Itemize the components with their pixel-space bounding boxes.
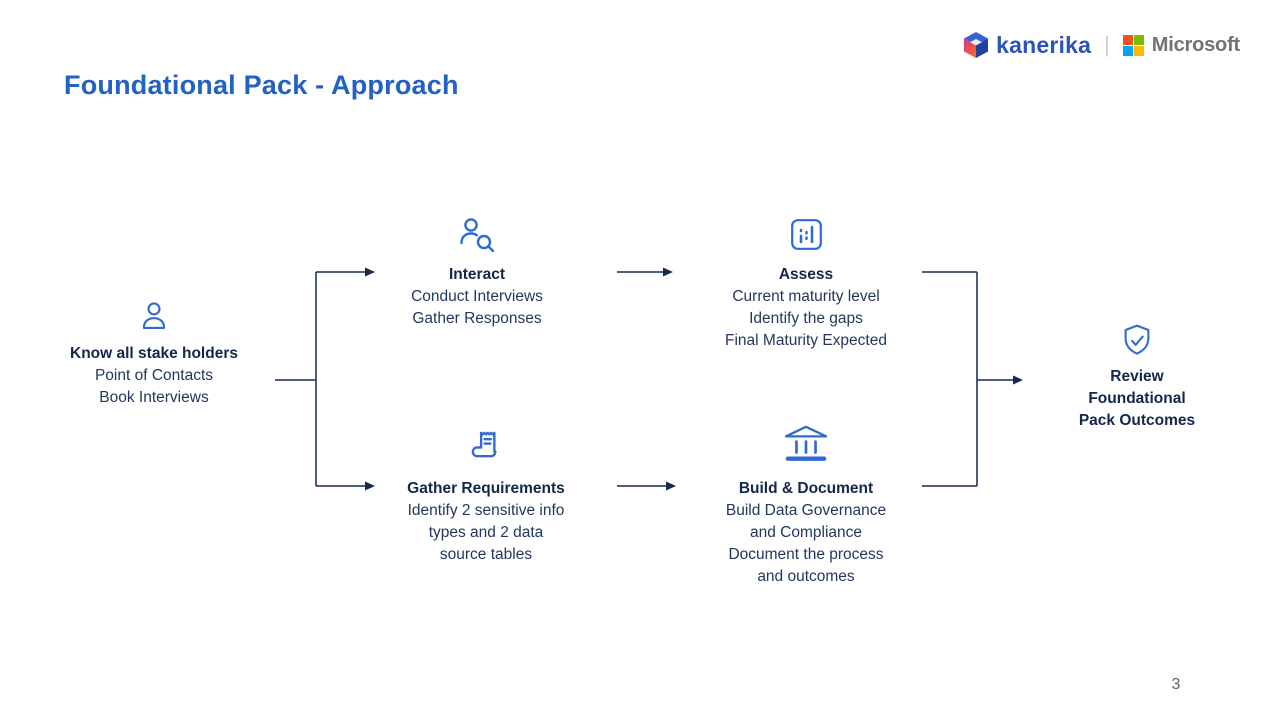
node-title: Foundational (1088, 390, 1186, 407)
node-line: Conduct Interviews (411, 288, 543, 305)
node-title: Interact (449, 266, 505, 283)
node-title: Assess (778, 266, 834, 283)
person-search-icon (460, 218, 495, 253)
node-line: source tables (439, 546, 533, 563)
node-line: Build Data Governance (725, 502, 887, 519)
page-number: 3 (1171, 676, 1181, 693)
flow-node-review-outcomes: Review Foundational Pack Outcomes (1037, 323, 1237, 432)
microsoft-squares-icon (1122, 34, 1144, 56)
node-line: and Compliance (749, 524, 862, 541)
node-line: Book Interviews (99, 389, 209, 406)
node-line: Final Maturity Expected (725, 332, 887, 349)
slide-title: Foundational Pack - Approach (64, 70, 459, 100)
kanerika-logo: kanerika (963, 31, 1091, 59)
flow-node-gather-requirements: Gather Requirements Identify 2 sensitive… (371, 426, 601, 566)
node-line: Gather Responses (412, 310, 542, 327)
logo-divider: | (1104, 32, 1110, 57)
node-line: Current maturity level (732, 288, 880, 305)
bank-icon (784, 425, 828, 461)
node-title: Review (1110, 368, 1164, 385)
node-title: Gather Requirements (407, 480, 565, 497)
node-line: Document the process (728, 546, 884, 563)
microsoft-wordmark: Microsoft (1151, 33, 1240, 56)
node-line: and outcomes (757, 568, 855, 585)
node-title: Build & Document (738, 480, 874, 497)
microsoft-logo: Microsoft (1122, 33, 1240, 57)
node-line: types and 2 data (428, 524, 544, 541)
kanerika-cube-icon (964, 32, 989, 58)
kanerika-wordmark: kanerika (996, 31, 1092, 58)
shield-check-icon (1124, 324, 1150, 355)
flow-node-build-document: Build & Document Build Data Governance a… (691, 423, 921, 588)
node-title: Pack Outcomes (1078, 412, 1196, 429)
flow-node-assess: Assess Current maturity level Identify t… (691, 218, 921, 352)
node-line: Point of Contacts (94, 367, 214, 384)
flow-node-stakeholders: Know all stake holders Point of Contacts… (34, 301, 274, 409)
node-line: Identify the gaps (749, 310, 863, 327)
node-line: Identify 2 sensitive info (407, 502, 565, 519)
logo-bar: kanerika | Microsoft (963, 31, 1240, 59)
node-title: Know all stake holders (70, 345, 238, 362)
person-icon (142, 302, 166, 329)
receipt-icon (471, 431, 497, 458)
flow-node-interact: Interact Conduct Interviews Gather Respo… (367, 217, 587, 330)
bar-chart-icon (790, 219, 822, 250)
